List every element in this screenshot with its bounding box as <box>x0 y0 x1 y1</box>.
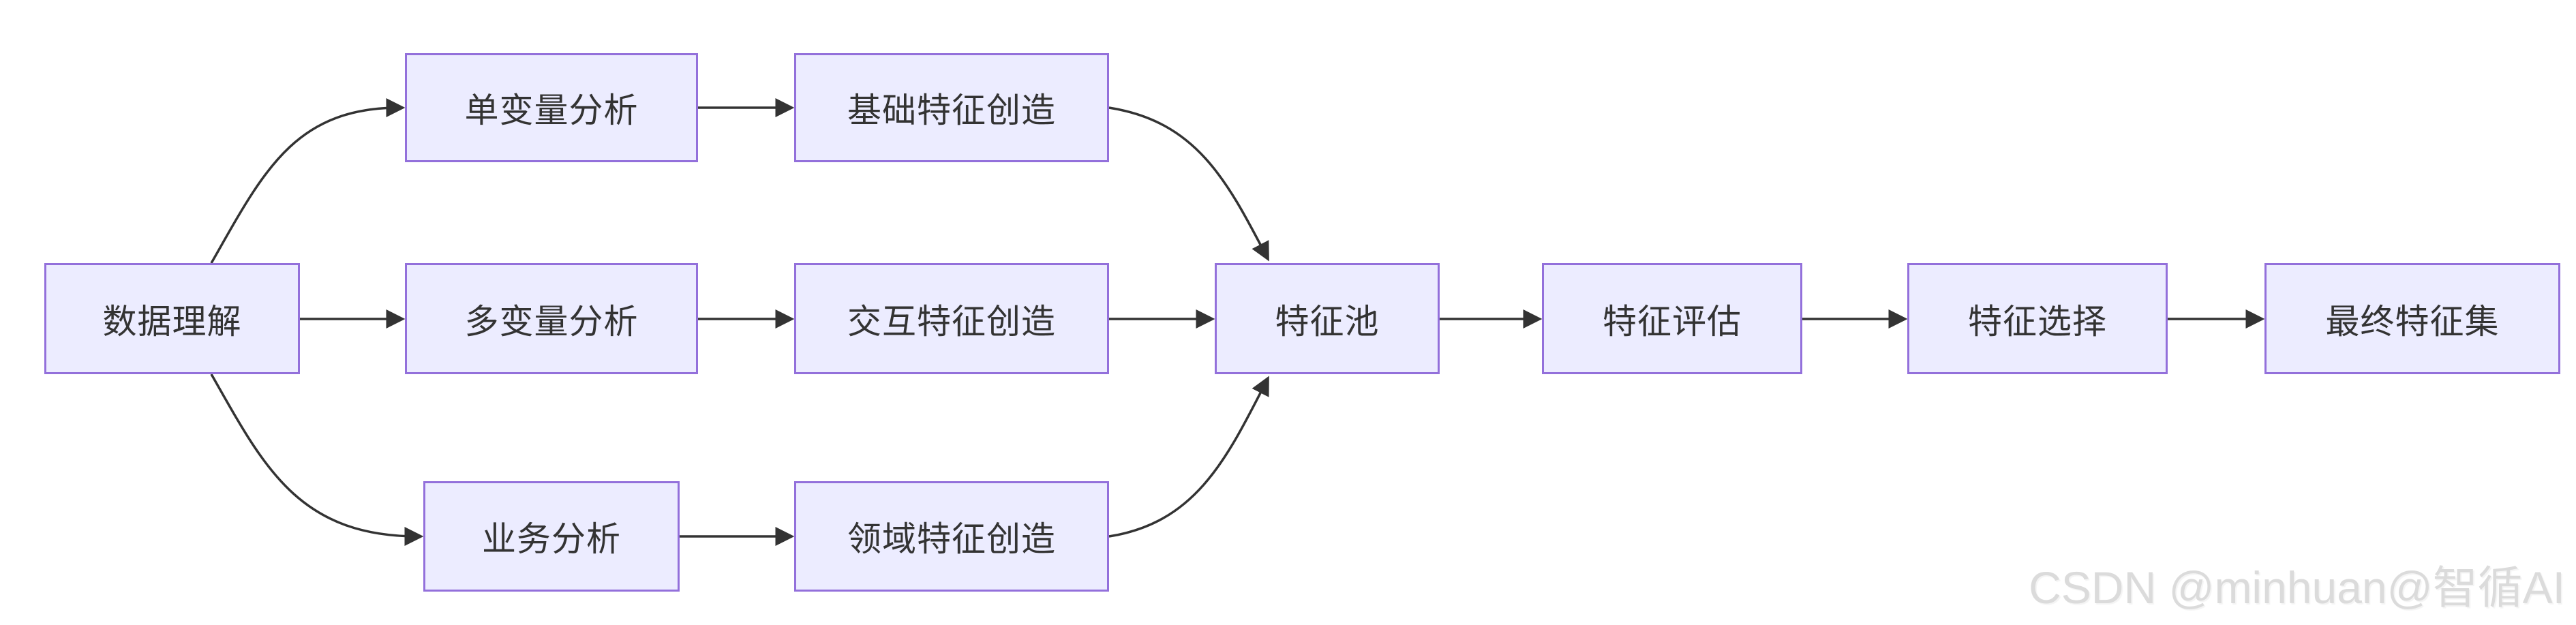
edge-basic-feature-to-feature-pool <box>1108 106 1269 262</box>
node-feature-evaluation: 特征评估 <box>1542 263 1802 374</box>
node-interaction-feature-creation: 交互特征创造 <box>794 263 1109 374</box>
csdn-watermark: CSDN @minhuan@智循AI <box>2029 562 2565 613</box>
node-univariate-analysis: 单变量分析 <box>405 53 698 162</box>
node-label: 基础特征创造 <box>847 91 1056 129</box>
node-final-feature-set: 最终特征集 <box>2264 263 2560 374</box>
edge-data-understanding-to-business <box>210 374 424 546</box>
node-label: 特征评估 <box>1603 302 1742 341</box>
node-feature-selection: 特征选择 <box>1907 263 2168 374</box>
node-multivariate-analysis: 多变量分析 <box>405 263 698 374</box>
edge-data-understanding-to-univariate <box>210 98 406 264</box>
node-business-analysis: 业务分析 <box>423 481 680 592</box>
edge-domain-feature-to-feature-pool <box>1108 376 1269 538</box>
node-label: 单变量分析 <box>464 91 639 129</box>
node-label: 业务分析 <box>482 520 621 558</box>
node-label: 交互特征创造 <box>847 302 1056 341</box>
node-domain-feature-creation: 领域特征创造 <box>794 481 1109 592</box>
node-label: 数据理解 <box>102 302 242 341</box>
node-label: 多变量分析 <box>464 302 639 341</box>
node-label: 特征池 <box>1275 302 1380 341</box>
node-label: 领域特征创造 <box>847 520 1056 558</box>
node-basic-feature-creation: 基础特征创造 <box>794 53 1109 162</box>
node-label: 最终特征集 <box>2325 302 2500 341</box>
node-label: 特征选择 <box>1968 302 2107 341</box>
node-data-understanding: 数据理解 <box>44 263 300 374</box>
node-feature-pool: 特征池 <box>1215 263 1440 374</box>
